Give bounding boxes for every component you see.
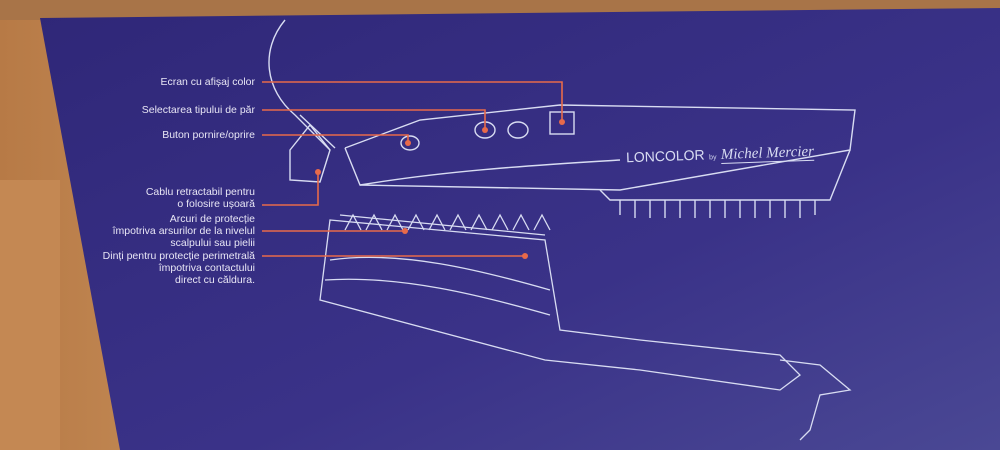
label-teeth: Dinți pentru protecție perimetrală împot…: [15, 250, 255, 286]
brand-by: by: [709, 154, 717, 162]
label-hair-type: Selectarea tipului de păr: [141, 104, 255, 116]
label-power-button: Buton pornire/oprire: [162, 129, 255, 141]
label-display: Ecran cu afișaj color: [160, 76, 255, 88]
callout-dots: [315, 119, 565, 259]
label-cable-line2: o folosire ușoară: [177, 198, 255, 210]
label-springs-line3: scalpului sau pielii: [170, 237, 255, 249]
brush-top-drawing: [268, 19, 856, 218]
callout-lines: [262, 81, 563, 257]
box-face: [40, 8, 1000, 450]
label-springs-line2: împotriva arsurilor de la nivelul: [112, 225, 255, 237]
label-teeth-line1: Dinți pentru protecție perimetrală: [102, 250, 255, 262]
label-springs: Arcuri de protecție împotriva arsurilor …: [15, 213, 255, 249]
label-cable: Cablu retractabil pentru o folosire ușoa…: [15, 186, 255, 210]
label-cable-line1: Cablu retractabil pentru: [145, 186, 255, 198]
label-springs-line1: Arcuri de protecție: [169, 213, 255, 225]
brand-designer: Michel Mercier: [720, 143, 815, 164]
brush-bottom-drawing: [319, 213, 852, 441]
label-teeth-line3: direct cu căldura.: [175, 274, 255, 286]
brand-name: LONCOLOR: [625, 146, 705, 166]
shelf-wood: [0, 180, 60, 450]
label-teeth-line2: împotriva contactului: [158, 262, 255, 274]
